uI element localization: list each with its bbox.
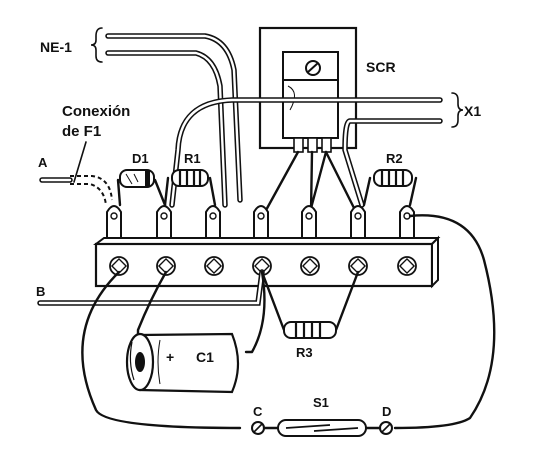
- x1-leads: [169, 92, 464, 208]
- r2-label: R2: [386, 151, 403, 166]
- ne1-label: NE-1: [40, 39, 72, 55]
- r3-label: R3: [296, 345, 313, 360]
- reed-switch-s1: [81, 214, 496, 437]
- a-wire: [39, 175, 113, 206]
- terminal-strip: [93, 205, 441, 289]
- c1-plus-label: +: [166, 349, 174, 365]
- resistor-r1: [163, 169, 217, 207]
- resistor-r3: [260, 270, 360, 339]
- b-label: B: [36, 284, 45, 299]
- b-wire: [37, 269, 265, 306]
- conexion-label: Conexión: [62, 103, 130, 120]
- c-label: C: [253, 404, 263, 419]
- d1-label: D1: [132, 151, 149, 166]
- f1-pointer: [73, 141, 87, 183]
- capacitor-c1: [125, 270, 266, 394]
- x1-label: X1: [464, 103, 481, 119]
- r1-label: R1: [184, 151, 201, 166]
- scr-label: SCR: [366, 59, 396, 75]
- resistor-r2: [362, 169, 418, 207]
- s1-label: S1: [313, 395, 329, 410]
- d-label: D: [382, 404, 391, 419]
- ne1-leads: [90, 27, 243, 208]
- c1-label: C1: [196, 349, 214, 365]
- de-f1-label: de F1: [62, 123, 101, 140]
- a-label: A: [38, 155, 48, 170]
- diode-d1: [116, 169, 167, 207]
- scr-component: [258, 26, 358, 214]
